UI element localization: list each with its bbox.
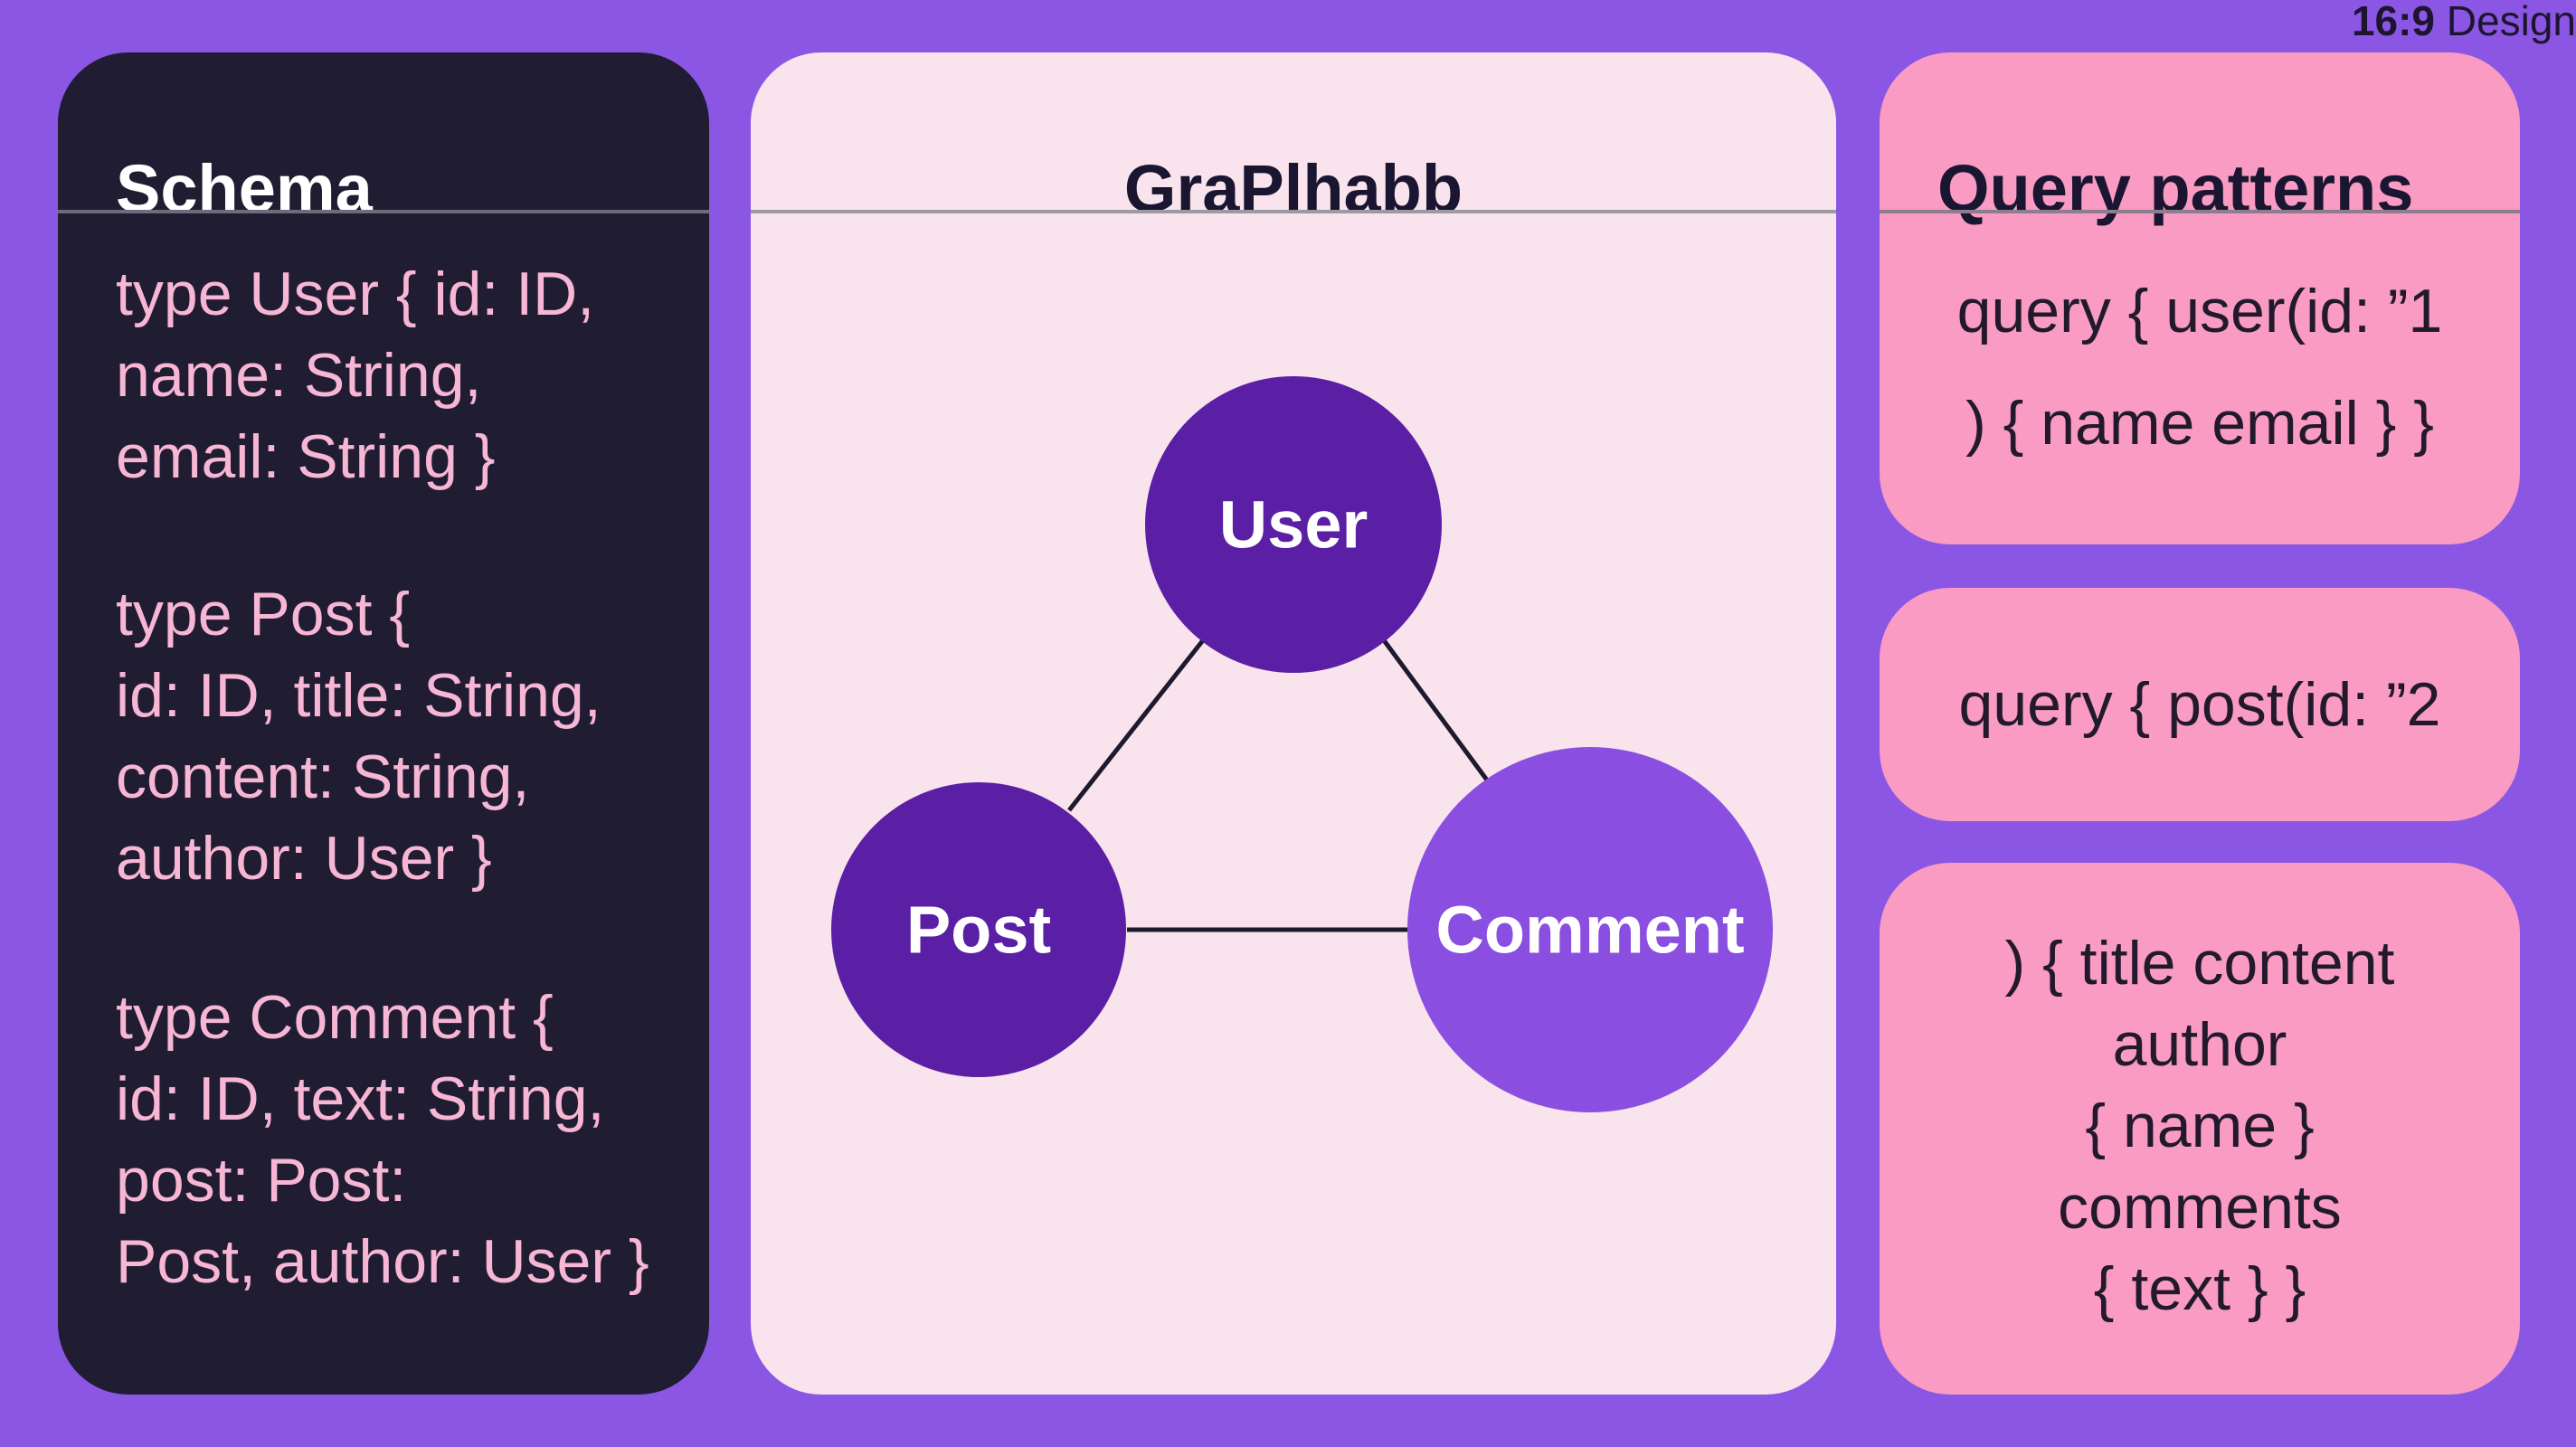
node-post-circle [831,782,1126,1077]
edge-user-post [1067,638,1205,812]
query-2-card: query { post(id: ”2 [1880,588,2520,821]
aspect-ratio-label: 16:9 Design [2352,0,2576,42]
query-patterns-divider [1880,210,2520,213]
query-3-line-5: { text } } [2093,1254,2306,1323]
graph-divider [751,210,1836,213]
query-patterns-title: Query patterns [1937,151,2414,226]
entity-graph: User Post Comment [831,376,1773,1112]
node-post[interactable]: Post [831,782,1126,1077]
query-1-line-2: ) { name email } } [1965,389,2434,458]
node-comment-label: Comment [1435,893,1744,968]
query-1-line-1: query { user(id: ”1 [1956,277,2443,345]
node-user[interactable]: User [1145,376,1442,673]
query-3-line-1: ) { title content [2004,929,2395,998]
query-3-line-4: comments [2058,1173,2342,1242]
node-user-label: User [1219,487,1368,563]
schema-panel: Schema type User { id: ID, name: String,… [58,52,709,1395]
schema-type-user: type User { id: ID, name: String, email:… [116,260,595,491]
schema-title: Schema [116,151,373,226]
node-comment-circle [1407,747,1773,1112]
graph-panel: GraPlhabb User Post Comment [751,52,1836,1395]
aspect-ratio-value: 16:9 [2351,0,2436,44]
edge-user-comment [1381,638,1493,787]
query-3-line-3: { name } [2085,1092,2315,1160]
query-3-line-2: author [2112,1010,2287,1079]
schema-type-comment: type Comment { id: ID, text: String, pos… [116,983,649,1296]
query-2-line-1: query { post(id: ”2 [1958,670,2441,739]
node-comment[interactable]: Comment [1407,747,1773,1112]
node-user-circle [1145,376,1442,673]
query-3-card: ) { title content author { name } commen… [1880,863,2520,1395]
graph-title: GraPlhabb [1123,151,1463,226]
query-patterns-panel: Query patterns query { user(id: ”1 ) { n… [1880,52,2520,544]
schema-divider [58,210,709,213]
aspect-ratio-word: Design [2446,0,2576,44]
schema-type-post: type Post { id: ID, title: String, conte… [116,580,601,893]
node-post-label: Post [906,893,1051,968]
